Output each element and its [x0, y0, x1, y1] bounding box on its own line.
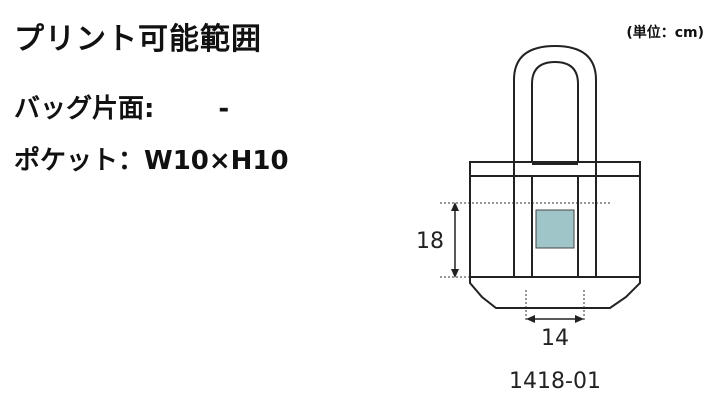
page-title: プリント可能範囲: [14, 22, 262, 57]
bag-side-label: バッグ片面:: [14, 94, 155, 124]
bag-handle-inner: [531, 60, 579, 162]
pocket-value: W10×H10: [144, 146, 289, 176]
model-code: 1418-01: [509, 369, 601, 394]
width-dimension-label: 14: [541, 326, 569, 351]
bag-side-row: バッグ片面: -: [14, 88, 229, 125]
width-dimension-arrow: [526, 315, 584, 323]
bag-handle-outer: [513, 44, 597, 278]
height-dimension-arrow: [451, 202, 459, 278]
bag-body: [469, 161, 641, 309]
height-dimension-label: 18: [416, 229, 444, 254]
print-area: [535, 209, 575, 249]
pocket-row: ポケット： W10×H10: [14, 140, 289, 177]
guide-lines: [440, 202, 610, 322]
unit-label: (単位：cm): [626, 25, 704, 41]
bag-side-value: -: [218, 94, 230, 124]
pocket-label: ポケット：: [14, 146, 145, 176]
tote-bag-outline: [469, 44, 641, 309]
